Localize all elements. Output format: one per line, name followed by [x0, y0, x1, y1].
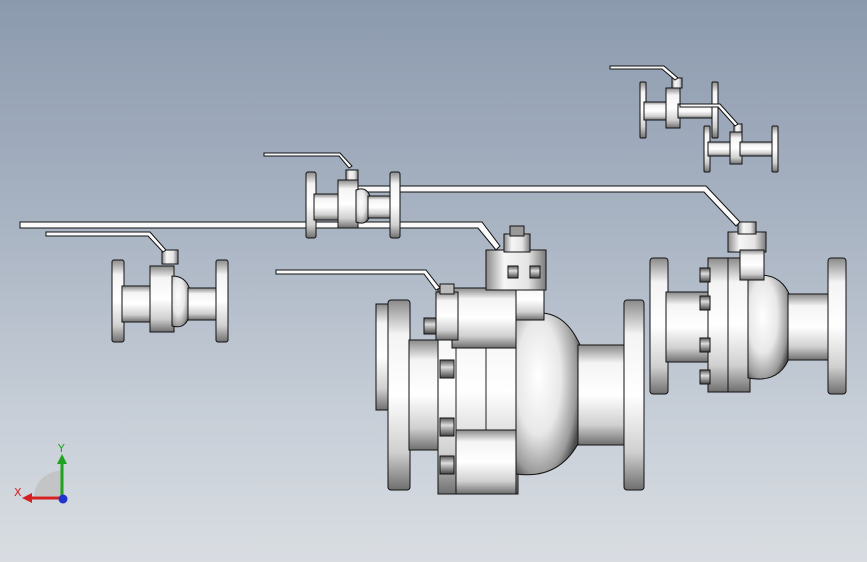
z-axis-icon	[58, 494, 68, 504]
valve-small-top-a[interactable]	[639, 77, 719, 139]
flange-right	[623, 299, 645, 491]
pipe-right	[367, 195, 393, 219]
bolts	[699, 267, 711, 385]
gland-nut	[503, 233, 531, 253]
pipe-left	[408, 339, 444, 451]
lever-small-top-b[interactable]	[679, 103, 739, 127]
body-cap-top	[451, 287, 517, 349]
pipe-left	[121, 285, 153, 323]
valve-upper-middle[interactable]	[305, 169, 401, 239]
lever-left[interactable]	[45, 231, 167, 253]
flange-right	[389, 171, 401, 239]
lever-small-top-a[interactable]	[609, 65, 679, 81]
lever-upper-middle[interactable]	[263, 152, 353, 169]
reference-triad: Y X	[14, 442, 68, 504]
lever-right[interactable]	[349, 185, 741, 227]
valve-right[interactable]	[649, 221, 847, 395]
lever-large-center[interactable]	[19, 221, 501, 291]
pipe-left	[313, 193, 341, 221]
valve-left[interactable]	[111, 249, 229, 343]
bolts	[423, 265, 541, 475]
gland-box	[727, 231, 767, 253]
valve-large-center[interactable]	[375, 225, 645, 495]
pipe-right	[577, 344, 629, 446]
valve-small-top-b[interactable]	[703, 123, 779, 173]
triad-plane-shade	[34, 470, 62, 496]
body-block	[149, 265, 175, 333]
x-axis-label: X	[14, 486, 22, 499]
body-block	[337, 179, 359, 229]
flange-right	[215, 259, 229, 343]
ball-body	[747, 274, 791, 380]
pipe-right	[187, 287, 219, 321]
ball-body	[515, 312, 581, 476]
flange-left	[387, 299, 411, 491]
pipe-right	[787, 293, 833, 361]
body-cap-bottom	[455, 429, 517, 495]
flange-left	[649, 257, 669, 395]
y-axis-label: Y	[57, 442, 65, 455]
flange-right	[827, 257, 847, 395]
